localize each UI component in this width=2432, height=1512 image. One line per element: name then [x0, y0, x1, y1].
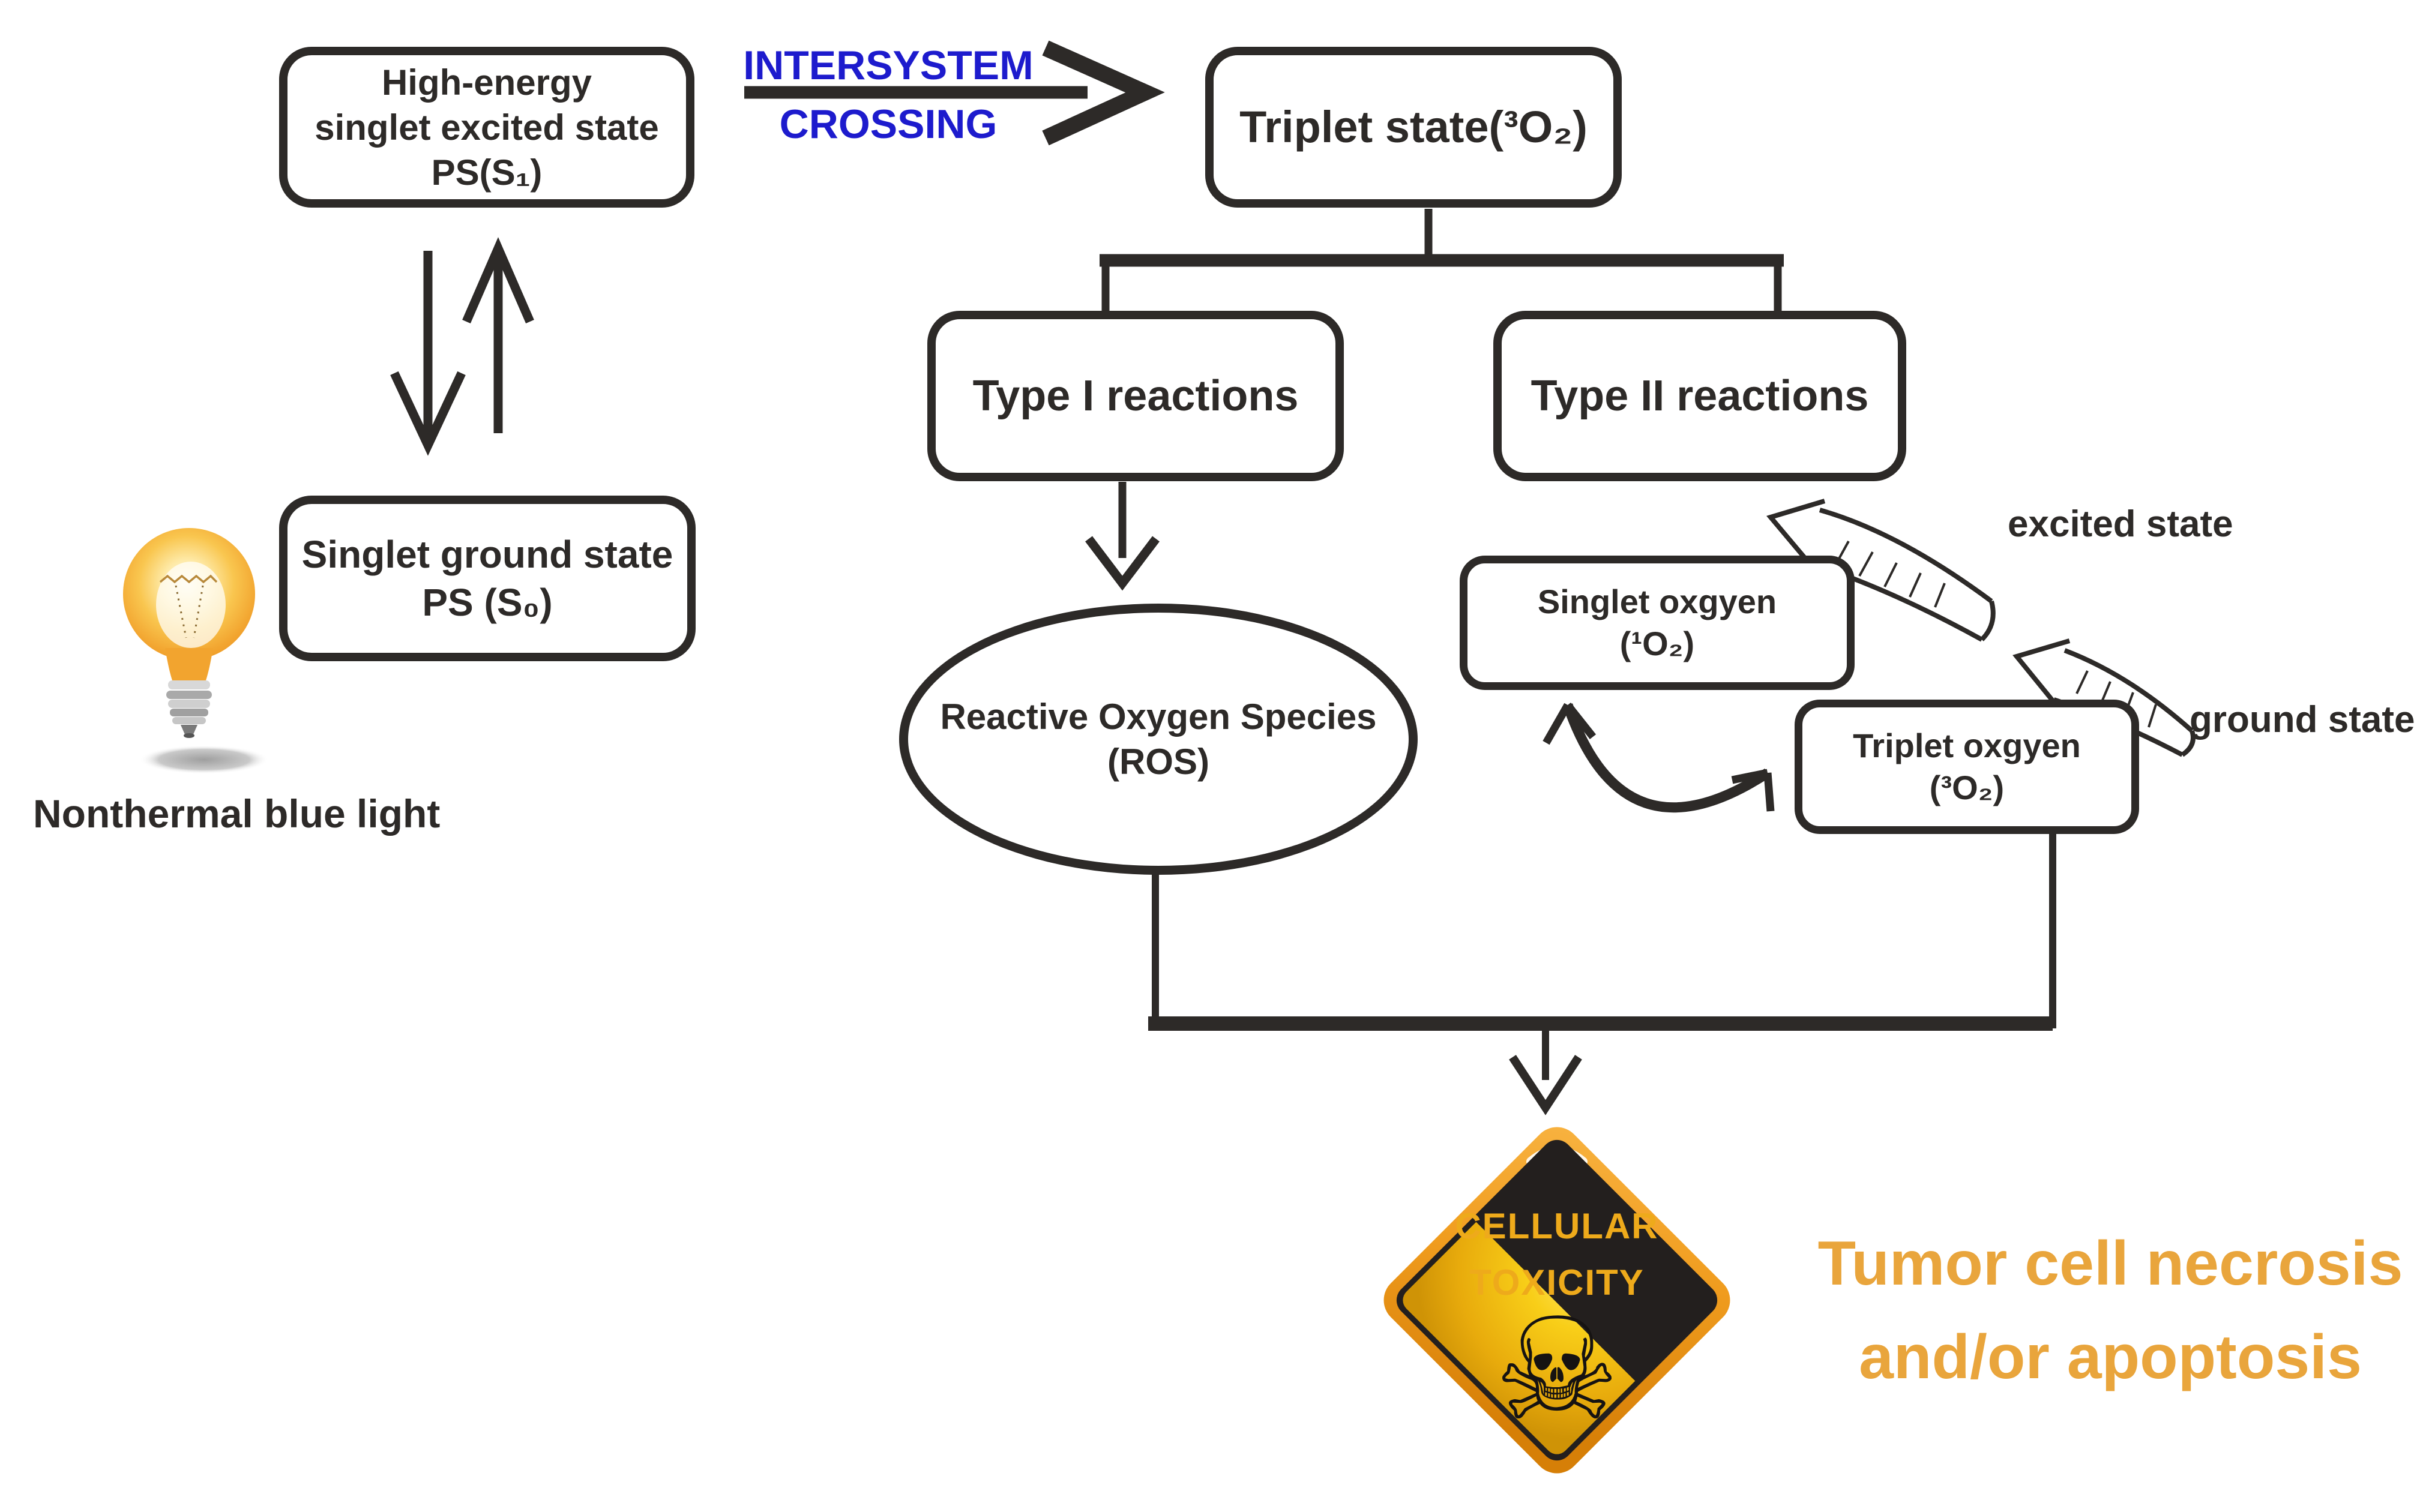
- excited-state-label: excited state: [2008, 503, 2233, 545]
- bulb-filament: [159, 574, 218, 584]
- toxicity-warning-sign: CELLULAR TOXICITY ☠: [1383, 1127, 1730, 1474]
- bulb-shadow: [139, 745, 269, 774]
- crossing-label: CROSSING: [779, 101, 998, 147]
- hazard-black-panel: [1396, 1139, 1718, 1461]
- node-type2-reactions: Type II reactions: [1493, 311, 1906, 481]
- tumor-outcome-label: Tumor cell necrosis and/or apoptosis: [1817, 1229, 2403, 1392]
- node-triplet-oxygen: Triplet oxgyen (³O₂): [1795, 700, 2139, 834]
- node-type1-reactions: Type I reactions: [927, 311, 1344, 481]
- intersystem-crossing-arrow: [744, 40, 1165, 146]
- bulb-neck: [165, 648, 213, 680]
- junction-connector: [1148, 833, 2056, 1031]
- node-reactive-oxygen-species: Reactive Oxygen Species (ROS): [899, 604, 1418, 875]
- hazard-line2: TOXICITY: [1469, 1262, 1645, 1303]
- excite-up-arrow: [462, 237, 534, 433]
- nonthermal-blue-light-label: Nonthermal blue light: [33, 791, 441, 836]
- relax-down-arrow: [390, 251, 466, 456]
- node-singlet-ground-state: Singlet ground state PS (S₀): [279, 496, 696, 661]
- hazard-line1: CELLULAR: [1455, 1206, 1658, 1246]
- light-bulb-icon: [123, 528, 269, 774]
- intersystem-label: INTERSYSTEM: [743, 43, 1034, 88]
- toxicity-arrow: [1509, 1030, 1582, 1115]
- ground-state-label: ground state: [2190, 699, 2415, 740]
- skull-crossbones-icon: ☠: [1494, 1288, 1621, 1452]
- triplet-branch-connector: [1100, 209, 1784, 316]
- singlet-triplet-arc-arrow: [1543, 702, 1775, 813]
- type1-to-ros-arrow: [1085, 482, 1160, 591]
- node-triplet-state: Triplet state(³O₂): [1205, 47, 1622, 208]
- node-singlet-oxygen: Singlet oxgyen (¹O₂): [1460, 556, 1855, 690]
- bulb-contact: [181, 725, 197, 734]
- node-high-energy-singlet-excited-state: High-energy singlet excited state PS(S₁): [279, 47, 694, 208]
- bulb-glow: [156, 562, 226, 648]
